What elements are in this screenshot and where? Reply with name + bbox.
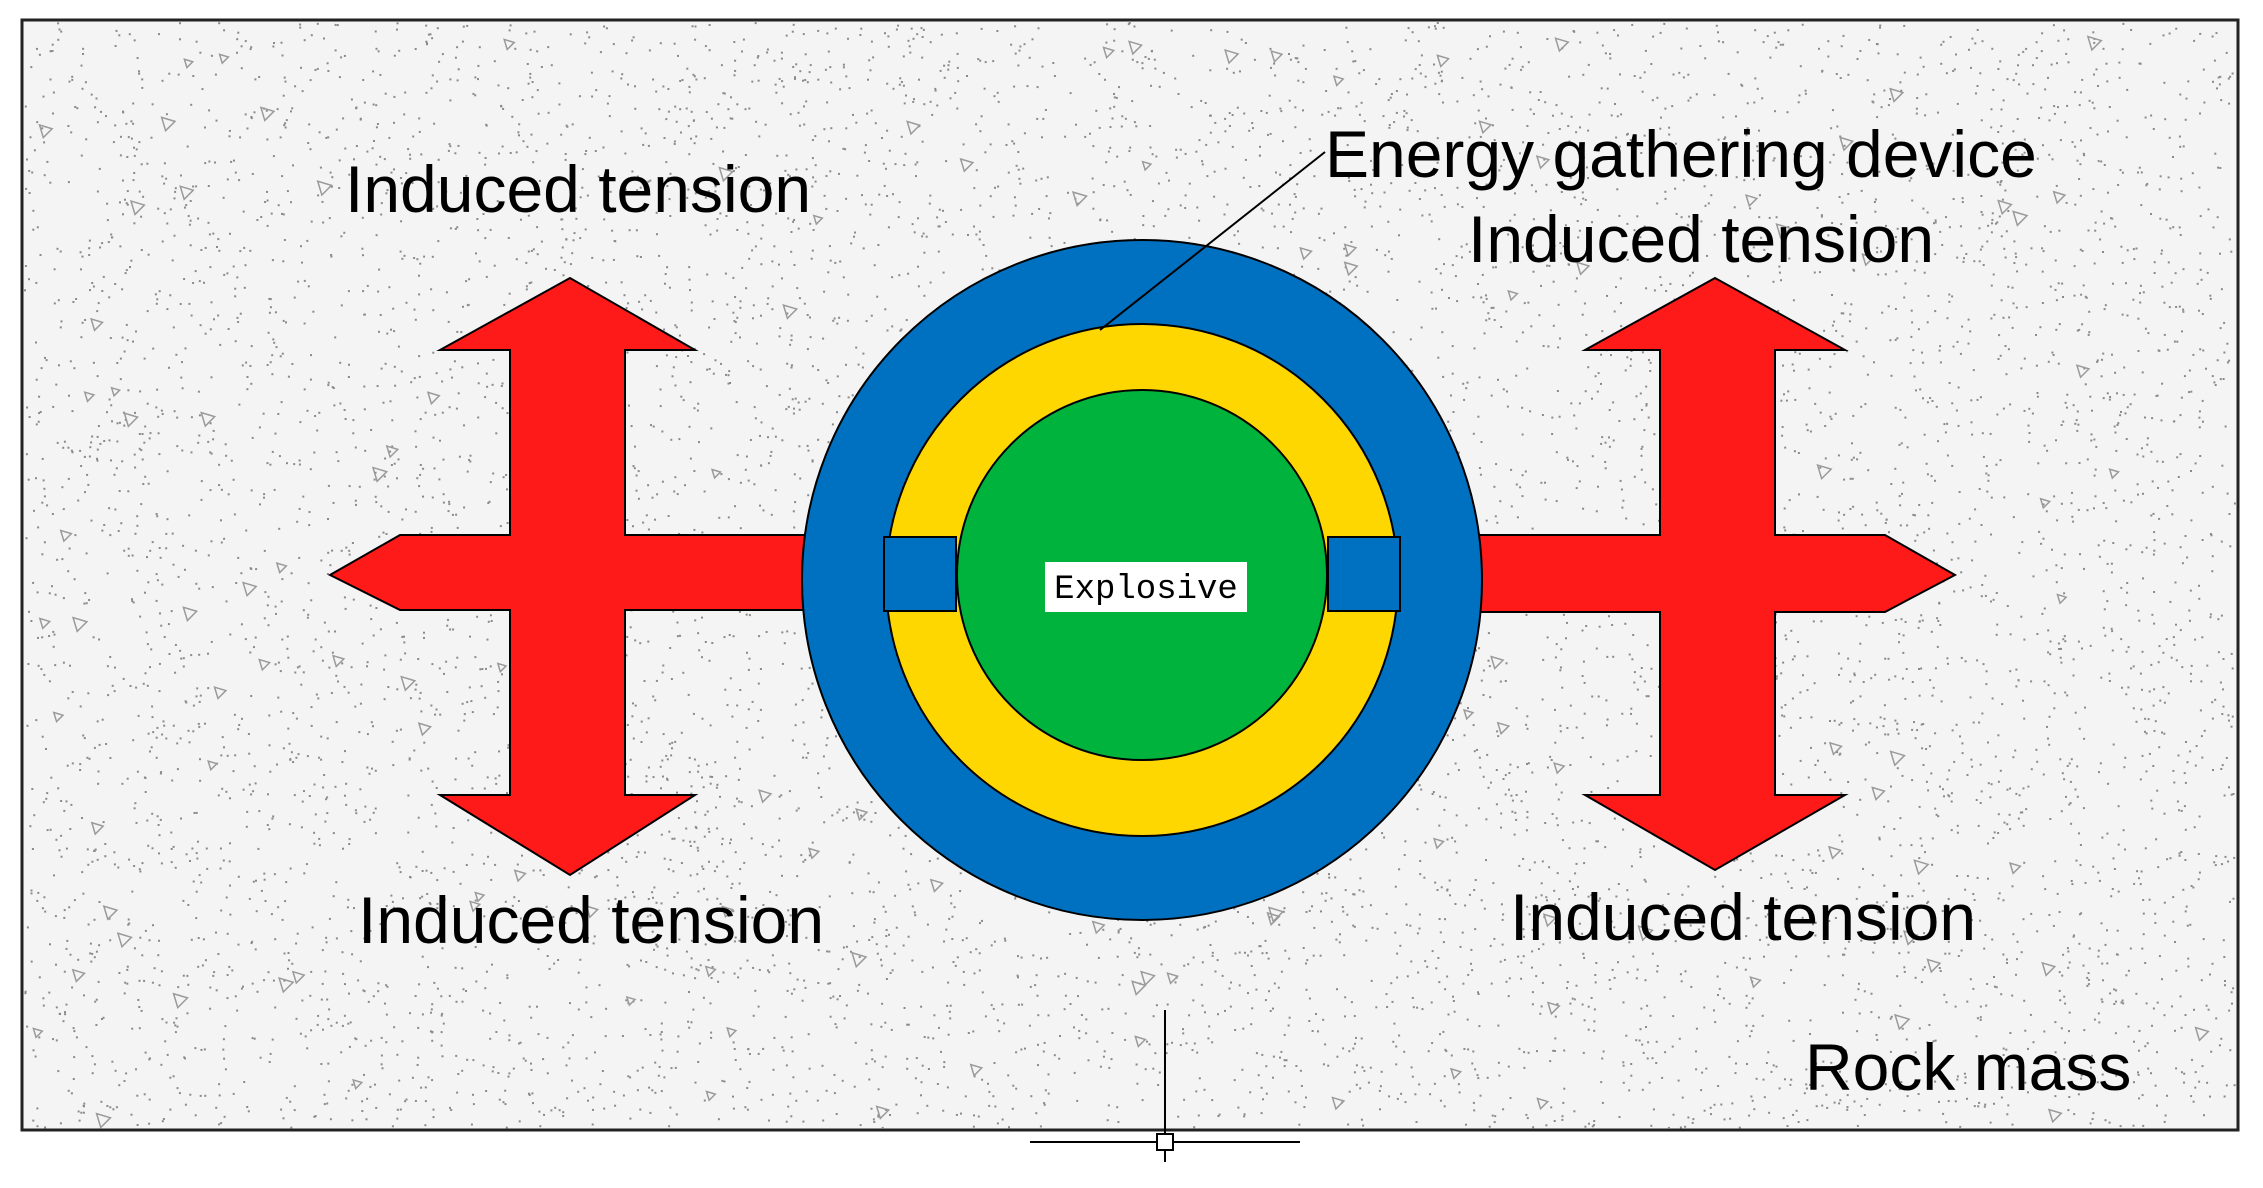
induced-tension-top-right-label: Induced tension xyxy=(1468,202,1934,276)
rock-mass-label: Rock mass xyxy=(1805,1030,2131,1104)
energy-gathering-device-label: Energy gathering device xyxy=(1325,117,2037,191)
cursor-pickbox xyxy=(1157,1134,1173,1150)
induced-tension-top-left-label: Induced tension xyxy=(345,152,811,226)
left-ring-slot xyxy=(884,537,956,611)
right-ring-slot xyxy=(1328,537,1400,611)
induced-tension-bottom-left-label: Induced tension xyxy=(358,883,824,957)
induced-tension-bottom-right-label: Induced tension xyxy=(1510,880,1976,954)
explosive-label: Explosive xyxy=(1054,571,1238,609)
